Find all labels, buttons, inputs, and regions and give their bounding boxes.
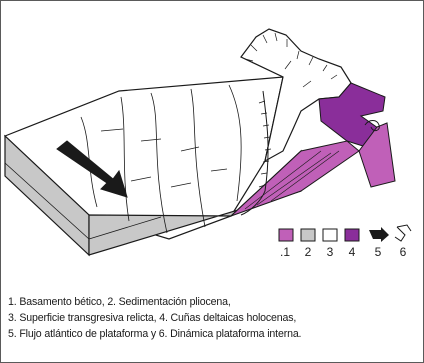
legend-label-5: 5	[368, 246, 388, 259]
caption-line-2: 3. Superficie transgresiva relicta, 4. C…	[8, 310, 418, 326]
legend-label-2: 2	[298, 246, 318, 259]
legend-label-1: .1	[275, 246, 295, 259]
legend-swirl-icon	[395, 225, 411, 241]
legend-swatch-1	[279, 229, 293, 241]
legend-swatch-4	[345, 229, 359, 241]
legend-swatch-3	[323, 229, 337, 241]
legend-flow-arrow-icon	[369, 227, 389, 242]
caption-line-3: 5. Flujo atlántico de plataforma y 6. Di…	[8, 326, 418, 342]
legend-swatch-2	[301, 229, 315, 241]
legend-label-3: 3	[320, 246, 340, 259]
figure-caption: 1. Basamento bético, 2. Sedimentación pl…	[8, 294, 418, 342]
caption-line-1: 1. Basamento bético, 2. Sedimentación pl…	[8, 294, 418, 310]
legend-label-4: 4	[342, 246, 362, 259]
legend-label-6: 6	[393, 246, 413, 259]
